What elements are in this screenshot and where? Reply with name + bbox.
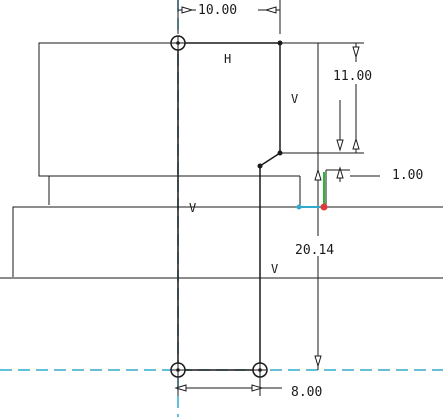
constraint-vertical-right[interactable]: V: [291, 92, 298, 106]
constraint-horizontal-top[interactable]: H: [224, 52, 231, 66]
dimension-label-top[interactable]: 10.00: [198, 3, 237, 18]
dimension-label-gap[interactable]: 1.00: [392, 168, 423, 183]
selected-vertex-icon[interactable]: [320, 203, 328, 211]
reference-geometry: [0, 42, 443, 279]
upper-block-outline[interactable]: [38, 42, 300, 177]
anchor-bottom-right[interactable]: [252, 362, 268, 378]
dimension-small-gap[interactable]: 1.00: [326, 100, 423, 183]
constraint-vertical-center[interactable]: V: [189, 201, 196, 215]
lower-block-outline[interactable]: [12, 206, 443, 277]
vertex-dot-icon[interactable]: [277, 40, 283, 46]
dimension-height[interactable]: 20.14: [295, 168, 334, 370]
profile-chamfer[interactable]: [259, 152, 281, 167]
anchor-top-left[interactable]: [170, 35, 186, 51]
dimension-label-bottom[interactable]: 8.00: [291, 385, 322, 400]
sketch-profile: [177, 42, 281, 371]
dimension-right-vertical[interactable]: 11.00: [280, 42, 372, 154]
vertex-dot-icon[interactable]: [257, 163, 263, 169]
selection-highlight: [296, 172, 328, 211]
dimension-bottom-horizontal[interactable]: 8.00: [174, 370, 322, 400]
dimension-label-height[interactable]: 20.14: [295, 243, 334, 258]
dimension-label-right[interactable]: 11.00: [333, 69, 372, 84]
dimension-top-horizontal[interactable]: 10.00: [177, 0, 281, 34]
constraint-vertical-lower[interactable]: V: [271, 262, 278, 276]
vertex-dot-icon[interactable]: [296, 204, 302, 210]
anchor-bottom-left[interactable]: [170, 362, 186, 378]
vertex-dot-icon[interactable]: [277, 150, 283, 156]
